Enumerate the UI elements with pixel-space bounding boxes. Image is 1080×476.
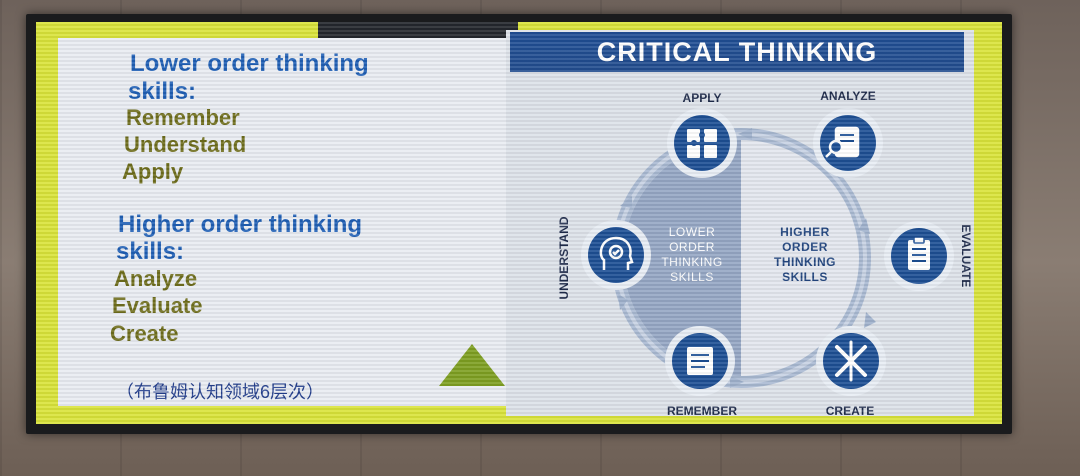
pencil-ruler-icon <box>835 340 867 382</box>
left-panel: Lower order thinking skills: Remember Un… <box>58 38 506 406</box>
center-left-line2: ORDER <box>669 240 715 254</box>
label-understand: UNDERSTAND <box>557 216 571 299</box>
slide: Lower order thinking skills: Remember Un… <box>36 22 1002 424</box>
node-remember <box>665 326 735 396</box>
center-left-line1: LOWER <box>669 225 716 239</box>
ring-arrow-3 <box>864 312 876 328</box>
notepad-icon <box>687 347 713 375</box>
center-left-line4: SKILLS <box>670 270 714 284</box>
higher-half-fill <box>741 140 859 376</box>
higher-order-heading-line2: skills: <box>116 238 185 265</box>
slide-title: CRITICAL THINKING <box>596 37 878 67</box>
node-apply <box>667 108 737 178</box>
node-create <box>816 326 886 396</box>
center-right-line1: HIGHER <box>780 225 830 239</box>
lower-order-heading-line1: Lower order thinking <box>130 50 369 77</box>
ring-arrow-1 <box>738 128 752 140</box>
higher-order-heading-line1: Higher order thinking <box>118 211 363 238</box>
node-analyze <box>813 108 883 178</box>
lower-item-remember: Remember <box>126 105 240 130</box>
center-left-line3: THINKING <box>661 255 722 269</box>
label-remember: REMEMBER <box>667 404 737 416</box>
clipboard-checklist-icon <box>908 236 930 270</box>
higher-item-create: Create <box>110 321 179 346</box>
ring-arrow-5 <box>618 294 628 310</box>
higher-item-evaluate: Evaluate <box>112 293 203 318</box>
title-bar: CRITICAL THINKING <box>510 32 964 72</box>
lower-item-understand: Understand <box>124 132 247 157</box>
lower-order-heading-line2: skills: <box>128 78 197 105</box>
ring-arrow-4 <box>730 376 744 388</box>
puzzle-icon <box>687 129 717 158</box>
center-right-line4: SKILLS <box>782 270 828 284</box>
critical-thinking-cycle-diagram: LOWER ORDER THINKING SKILLS HIGHER ORDER… <box>557 89 973 416</box>
triangle-icon <box>439 344 505 386</box>
ring-arrow-2 <box>858 218 870 234</box>
ring-arrow-6 <box>620 196 632 208</box>
center-right-line3: THINKING <box>774 255 836 269</box>
higher-item-analyze: Analyze <box>114 266 198 291</box>
lower-item-apply: Apply <box>122 159 184 184</box>
right-panel: CRITICAL THINKING LOWER <box>506 30 974 416</box>
head-check-icon <box>599 236 634 270</box>
center-right-line2: ORDER <box>782 240 828 254</box>
node-evaluate <box>884 221 954 291</box>
lower-half-fill <box>623 140 741 376</box>
bloom-caption: （布鲁姆认知领域6层次） <box>116 382 325 402</box>
magnifier-document-icon <box>825 126 860 158</box>
label-apply: APPLY <box>683 91 722 105</box>
label-analyze: ANALYZE <box>820 89 876 103</box>
node-understand <box>581 220 651 290</box>
label-create: CREATE <box>826 404 874 416</box>
label-evaluate: EVALUATE <box>959 225 973 288</box>
